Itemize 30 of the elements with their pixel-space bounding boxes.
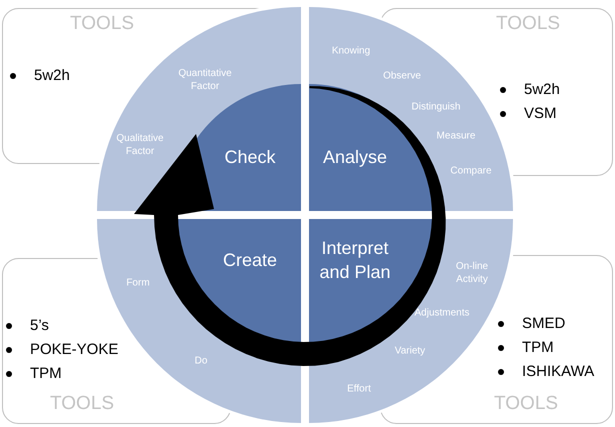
- tools-heading: TOOLS: [70, 14, 134, 33]
- phase-label: Check: [223, 146, 277, 169]
- tools-heading: TOOLS: [494, 394, 558, 413]
- step-label: Knowing: [330, 44, 372, 58]
- tool-name: SMED: [522, 314, 566, 334]
- step-label: Adjustments: [413, 306, 471, 320]
- tool-name: TPM: [522, 338, 554, 358]
- tool-name: 5’s: [30, 316, 49, 336]
- step-label: Measure: [436, 130, 476, 142]
- step-label: Form: [125, 276, 151, 290]
- step-label: Compare: [449, 164, 493, 178]
- step-label: Observe: [382, 70, 422, 82]
- step-label: On-line Activity: [454, 260, 490, 286]
- step-label: Qualitative Factor: [115, 132, 165, 158]
- tool-name: 5w2h: [34, 66, 70, 86]
- phase-label: Create: [222, 249, 278, 272]
- step-label: Distinguish: [410, 100, 462, 114]
- step-label: Variety: [394, 344, 426, 358]
- tool-name: VSM: [524, 104, 557, 124]
- step-label: Quantitative Factor: [177, 67, 233, 93]
- phase-label: Analyse: [322, 146, 388, 169]
- tool-name: POKE-YOKE: [30, 340, 118, 360]
- tool-name: TPM: [30, 364, 62, 384]
- step-label: Effort: [346, 382, 372, 396]
- tools-heading: TOOLS: [50, 394, 114, 413]
- tools-heading: TOOLS: [496, 14, 560, 33]
- phase-label: Interpret and Plan: [318, 237, 392, 284]
- tool-name: ISHIKAWA: [522, 362, 594, 382]
- step-label: Do: [194, 354, 208, 368]
- tool-name: 5w2h: [524, 80, 560, 100]
